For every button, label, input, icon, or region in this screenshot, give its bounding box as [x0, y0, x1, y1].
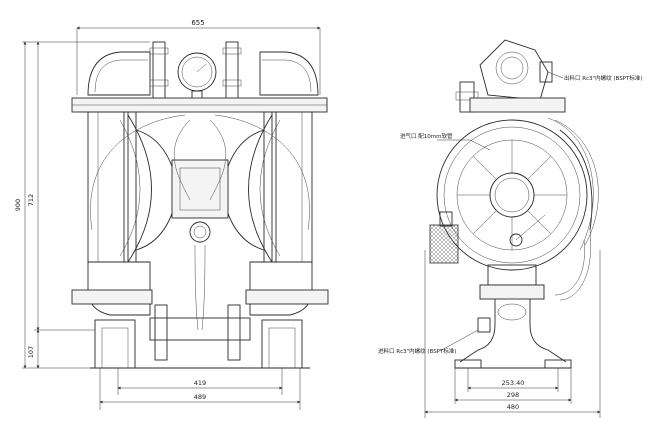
- dim-bottom-inner: 419: [194, 379, 206, 387]
- dim-side-bolt-spacing: 253.40: [502, 379, 525, 387]
- callout-inlet: 进料口 Rc3"内螺纹 (BSPT标准): [378, 347, 457, 355]
- dim-base-height: 107: [27, 346, 35, 358]
- dim-side-total-width: 480: [507, 403, 519, 411]
- dim-upper-height: 712: [27, 194, 35, 206]
- dim-total-height: 900: [14, 199, 22, 211]
- dim-bottom-outer: 489: [194, 393, 206, 401]
- dim-front-width: 655: [191, 19, 204, 27]
- front-view: 655 900 712 107 419 489: [14, 19, 329, 410]
- callout-outlet: 出料口 Rc3"内螺纹 (BSPT标准): [564, 74, 643, 82]
- side-view: 出料口 Rc3"内螺纹 (BSPT标准) 进气口 配10mm软管 进料口 Rc3…: [378, 39, 643, 418]
- callout-air-inlet: 进气口 配10mm软管: [400, 132, 453, 140]
- dim-side-base-width: 298: [507, 391, 519, 399]
